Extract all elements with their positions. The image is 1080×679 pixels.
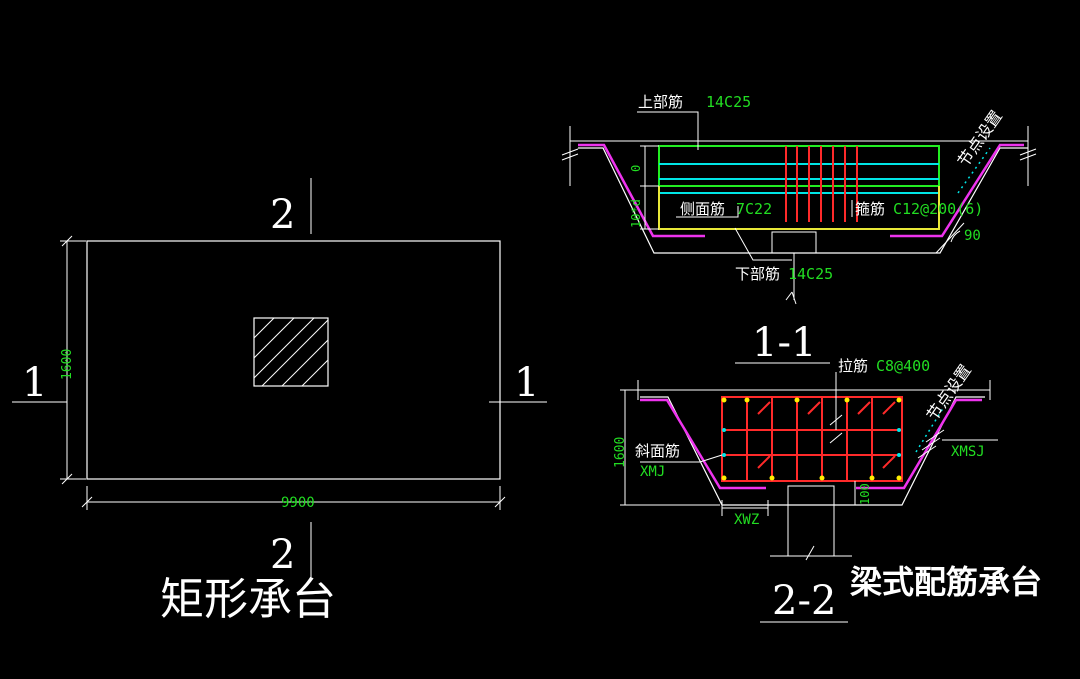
s2-tie-value: C8@400 bbox=[876, 357, 930, 375]
s2-tie-label: 拉筋 bbox=[838, 357, 868, 375]
s2-dim-100: 100 bbox=[858, 483, 872, 505]
s1-bottom-bar-label: 下部筋 bbox=[735, 265, 780, 283]
s2-slope-bar-code: XMJ bbox=[640, 464, 665, 480]
section-2-top: 2 bbox=[270, 192, 295, 238]
dim-height: 1600 bbox=[60, 235, 86, 485]
dim-height-text: 1600 bbox=[60, 349, 75, 380]
s2-dim-height: 1600 bbox=[613, 437, 628, 468]
s1-side-bar-value: 7C22 bbox=[736, 200, 772, 218]
s2-slope-bar-label: 斜面筋 bbox=[635, 442, 680, 460]
s1-stirrup-value: C12@200(6) bbox=[893, 200, 983, 218]
section-2-2-label: 2-2 bbox=[772, 578, 836, 624]
dim-width-text: 9900 bbox=[281, 495, 315, 511]
section-1-1-label: 1-1 bbox=[752, 320, 816, 366]
s1-dim-zero: 0 bbox=[629, 165, 643, 172]
s1-top-bar-label: 上部筋 bbox=[638, 93, 683, 111]
plan-title: 矩形承台 bbox=[160, 574, 336, 625]
plan-view: 1600 9900 2 2 1 1 矩形承台 bbox=[12, 178, 547, 625]
s2-title: 梁式配筋承台 bbox=[850, 563, 1042, 601]
section-1-left: 1 bbox=[22, 360, 47, 406]
s1-top-bar-value: 14C25 bbox=[706, 93, 751, 111]
cap-outline bbox=[86, 240, 501, 480]
s2-xmsj: XMSJ bbox=[951, 444, 985, 460]
s2-xwz: XWZ bbox=[734, 512, 759, 528]
s1-node-note: 节点设置 bbox=[954, 107, 1006, 170]
s2-node-note: 节点设置 bbox=[923, 361, 975, 424]
s1-bottom-bar-value: 14C25 bbox=[788, 265, 833, 283]
column-hatched bbox=[253, 317, 329, 387]
section-1-right: 1 bbox=[514, 360, 539, 406]
section-markers: 2 2 1 1 bbox=[12, 178, 547, 578]
section-1-1: 0 10*d 上部筋 14C25 侧面筋 7C22 箍筋 C12@200(6) … bbox=[561, 93, 1037, 366]
dim-width: 9900 bbox=[81, 486, 506, 511]
section-2-2: 1600 100 拉筋 C8@400 节点设置 斜面筋 XMJ XMSJ XWZ bbox=[613, 357, 1042, 624]
s1-dim-side: 10*d bbox=[629, 199, 643, 228]
s1-stirrup-label: 箍筋 bbox=[855, 200, 885, 218]
s1-side-bar-label: 侧面筋 bbox=[680, 200, 725, 218]
s1-angle: 90 bbox=[964, 228, 981, 244]
section-2-bottom: 2 bbox=[270, 532, 295, 578]
